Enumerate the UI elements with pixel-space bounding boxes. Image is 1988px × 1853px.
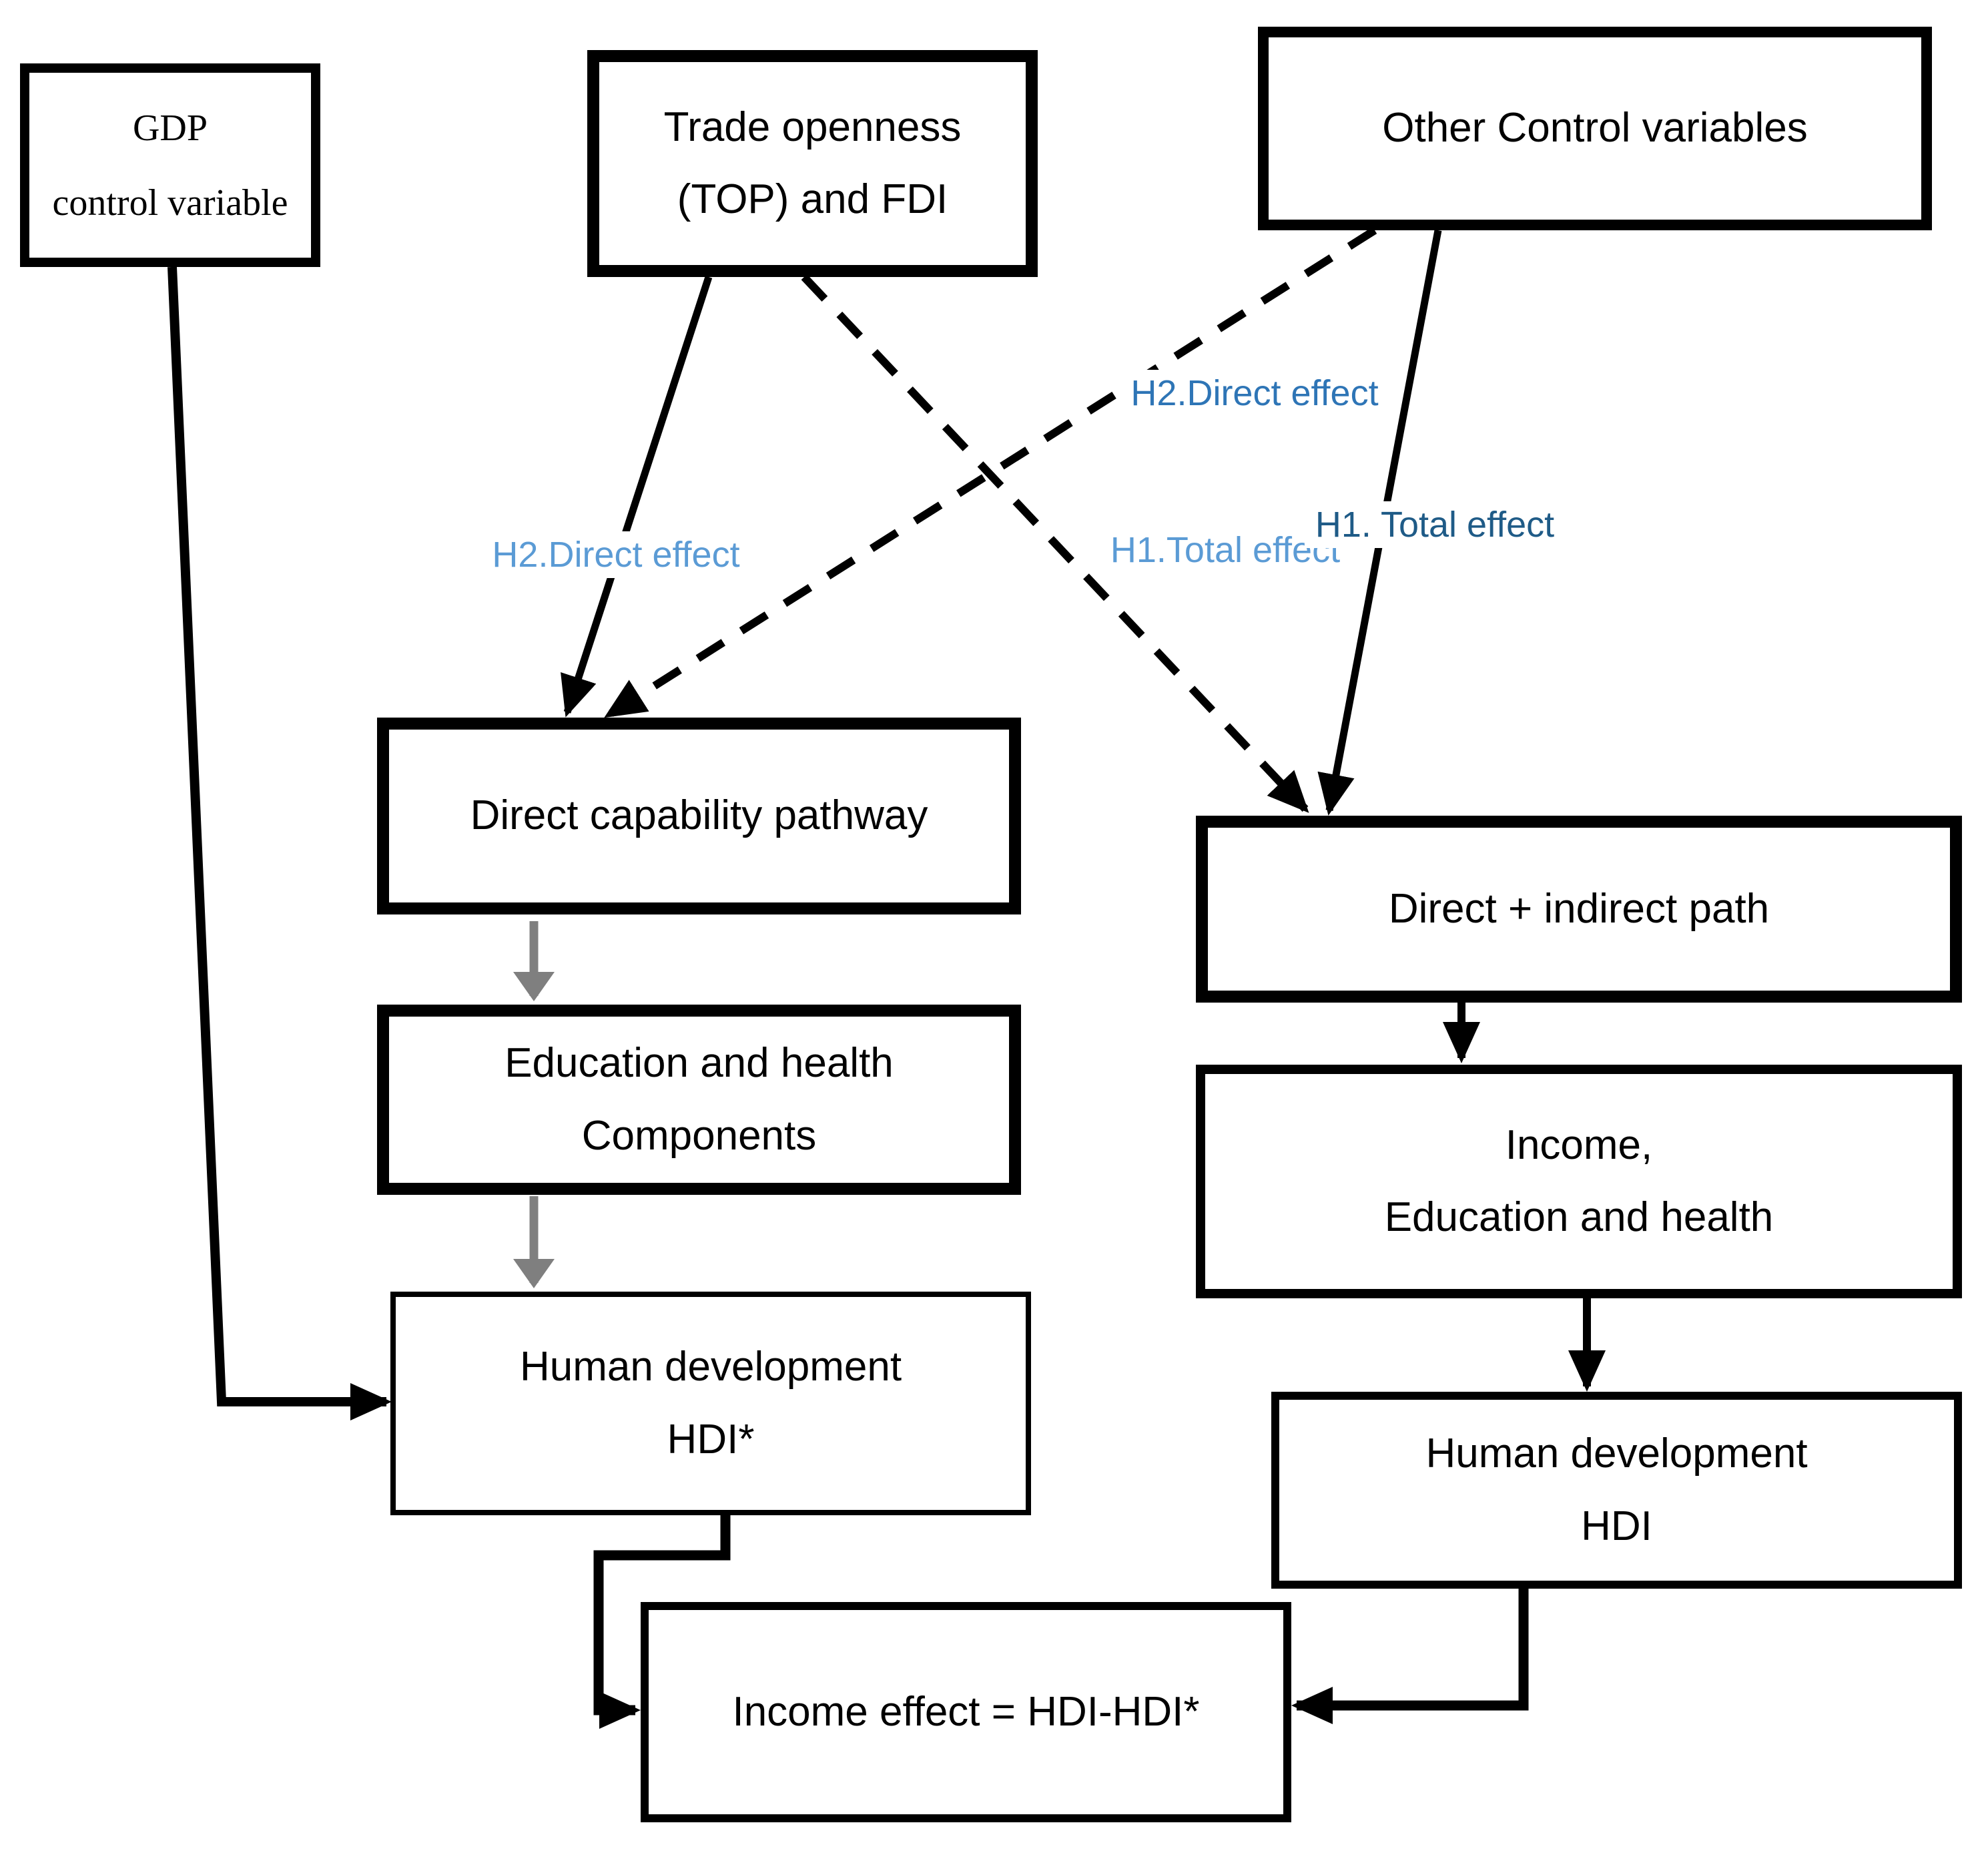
arrow-gdp-to-hdi-star (168, 266, 392, 1420)
box-education-health-components: Education and health Components (377, 1005, 1021, 1195)
label-h2-direct-effect-left: H2.Direct effect (481, 531, 751, 578)
arrow-trade-to-capability (561, 276, 713, 718)
box-direct-capability-pathway: Direct capability pathway (377, 718, 1021, 914)
box-incomeedu-line-2: Education and health (1384, 1194, 1774, 1240)
box-hdi-line-2: HDI (1581, 1503, 1652, 1549)
box-hdistar-line-1: Human development (519, 1344, 902, 1390)
box-trade-openness-fdi: Trade openness (TOP) and FDI (587, 50, 1038, 277)
label-h1-total-effect-right: H1. Total effect (1304, 501, 1566, 548)
box-human-development-hdi: Human development HDI (1271, 1392, 1962, 1589)
arrow-hdi-star-to-income-effect (593, 1515, 731, 1729)
box-trade-line-2: (TOP) and FDI (677, 176, 948, 222)
box-gdp-line-2: control variable (52, 182, 288, 224)
box-directind-line-1: Direct + indirect path (1388, 885, 1770, 932)
label-h1-total-effect-middle: H1.Total effect (1099, 527, 1351, 573)
box-other-line-1: Other Control variables (1382, 105, 1808, 152)
box-education-line-2: Components (581, 1112, 817, 1159)
label-h2-direct-effect-right: H2.Direct effect (1120, 370, 1389, 417)
box-trade-line-1: Trade openness (663, 103, 962, 150)
box-income-education-health: Income, Education and health (1196, 1065, 1962, 1298)
box-direct-plus-indirect-path: Direct + indirect path (1196, 816, 1962, 1003)
box-capability-line-1: Direct capability pathway (470, 792, 928, 839)
box-hdistar-line-2: HDI* (667, 1416, 755, 1463)
arrow-trade-to-direct-indirect (801, 274, 1309, 813)
box-education-line-1: Education and health (505, 1040, 894, 1086)
box-other-control-variables: Other Control variables (1258, 27, 1932, 230)
box-income-effect-formula: Income effect = HDI-HDI* (641, 1602, 1291, 1822)
box-hdi-line-1: Human development (1425, 1430, 1808, 1477)
box-human-development-hdi-star: Human development HDI* (390, 1292, 1031, 1515)
box-gdp-line-1: GDP (132, 107, 208, 149)
box-gdp-control-variable: GDP control variable (20, 63, 320, 267)
box-incomeedu-line-1: Income, (1505, 1121, 1653, 1168)
box-incomeeffect-line-1: Income effect = HDI-HDI* (732, 1688, 1200, 1735)
arrow-hdi-to-income-effect (1291, 1589, 1529, 1724)
